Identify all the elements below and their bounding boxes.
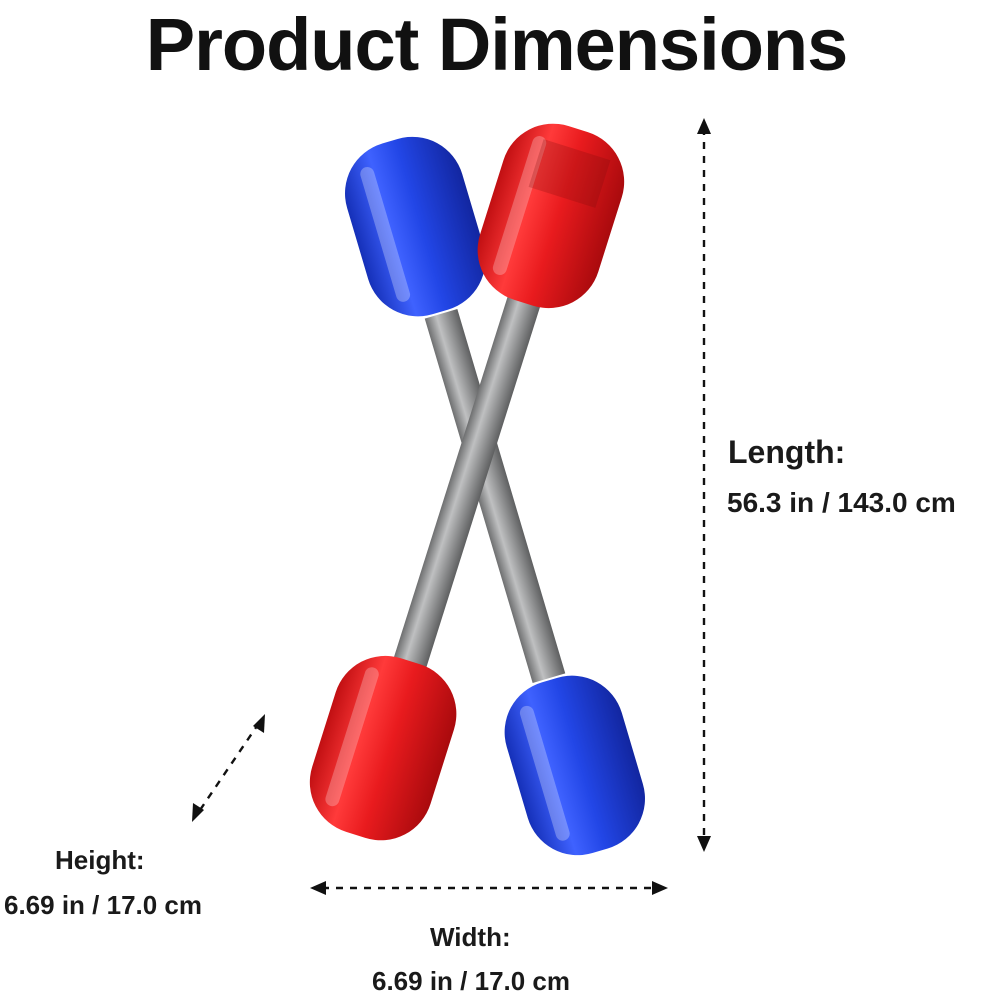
page-title: Product Dimensions <box>145 3 849 86</box>
printed-label <box>528 139 611 208</box>
length-value: 56.3 in / 143.0 cm <box>727 487 956 518</box>
red-foam-end-top <box>477 123 625 309</box>
width-arrow <box>310 881 668 895</box>
height-label: Height: <box>55 845 145 875</box>
width-label: Width: <box>430 922 511 952</box>
blue-foam-end-bottom <box>504 675 645 856</box>
red-foam-end-bottom <box>309 655 457 841</box>
blue-foam-end-top <box>345 136 486 317</box>
width-value: 6.69 in / 17.0 cm <box>372 966 571 996</box>
height-value: 6.69 in / 17.0 cm <box>4 890 203 920</box>
stick-blue-ends <box>345 136 645 856</box>
stick-pole <box>424 308 566 684</box>
length-label: Length: <box>728 434 846 470</box>
height-arrow <box>192 714 265 822</box>
stick-pole <box>392 290 542 674</box>
stick-red-ends <box>309 123 625 841</box>
length-arrow <box>697 118 711 852</box>
